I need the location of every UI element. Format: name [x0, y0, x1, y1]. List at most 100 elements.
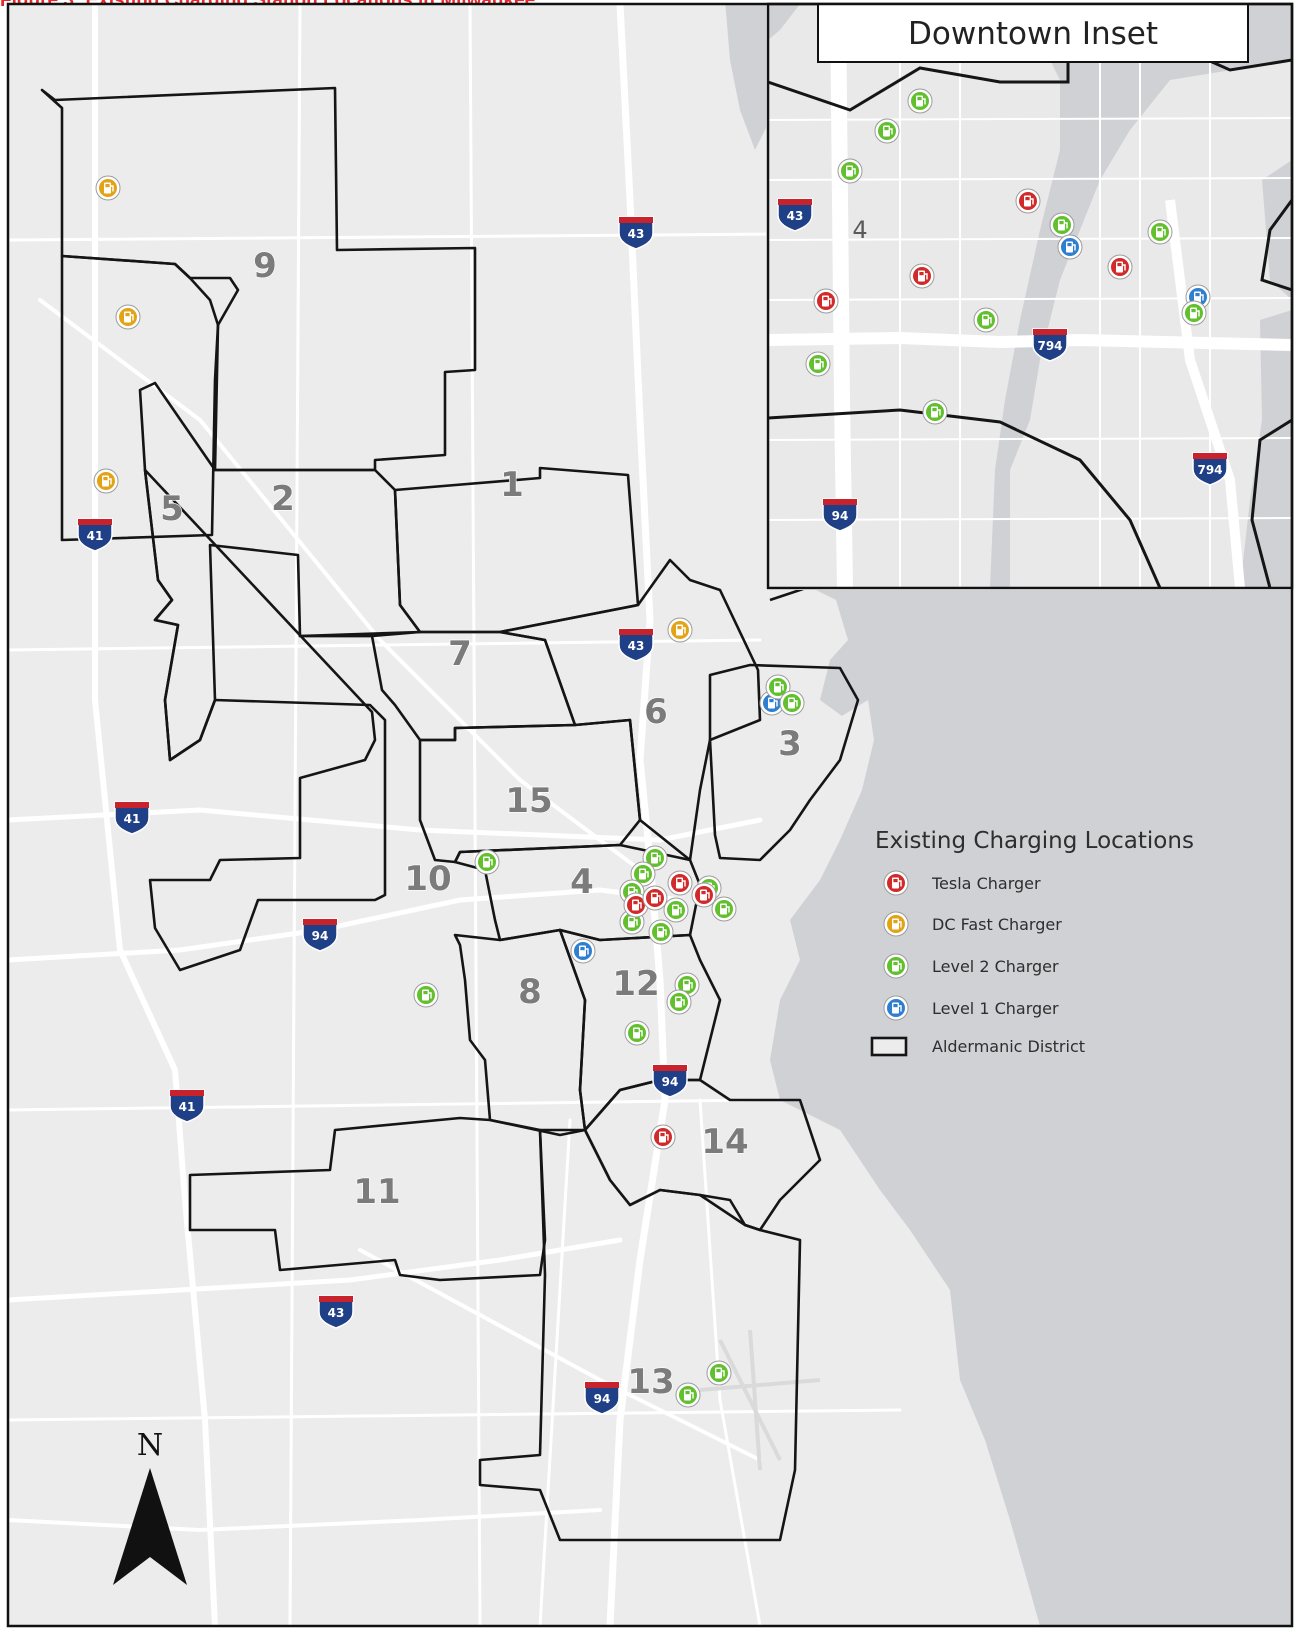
legend-district-swatch — [870, 1036, 908, 1057]
dc-fast-charger-marker — [667, 617, 693, 643]
interstate-shield-icon: 94 — [584, 1381, 620, 1415]
interstate-number: 43 — [628, 639, 645, 653]
interstate-shield-icon: 43 — [618, 216, 654, 250]
interstate-number: 94 — [594, 1392, 611, 1406]
tesla-charger-marker — [1107, 254, 1133, 280]
district-label: 4 — [570, 862, 594, 902]
level-2-charger-marker — [1049, 212, 1075, 238]
interstate-number: 41 — [179, 1100, 196, 1114]
district-outline-10 — [143, 468, 387, 972]
level-2-charger-marker — [624, 1020, 650, 1046]
legend-level2-icon — [883, 953, 909, 979]
interstate-number: 43 — [787, 209, 804, 223]
level-2-charger-marker — [675, 1382, 701, 1408]
airport — [699, 1329, 821, 1471]
tesla-charger-marker — [1015, 188, 1041, 214]
north-arrow-icon: N — [113, 1428, 187, 1585]
legend-dc-fast-icon — [883, 911, 909, 937]
interstate-number: 41 — [87, 529, 104, 543]
level-2-charger-marker — [413, 982, 439, 1008]
district-label: 6 — [644, 692, 668, 732]
inset-title: Downtown Inset — [908, 16, 1158, 52]
district-outline-8 — [453, 928, 587, 1137]
level-2-charger-marker — [666, 989, 692, 1015]
interstate-shield-icon: 94 — [302, 918, 338, 952]
legend-item-label: Aldermanic District — [932, 1037, 1085, 1056]
district-label: 2 — [271, 479, 295, 519]
legend-level1-icon — [883, 995, 909, 1021]
level-2-charger-marker — [474, 849, 500, 875]
level-1-charger-marker — [570, 938, 596, 964]
inset-water — [768, 4, 800, 40]
district-label: 13 — [627, 1362, 674, 1402]
dc-fast-charger-marker — [93, 468, 119, 494]
interstate-shield-icon: 43 — [618, 628, 654, 662]
level-2-charger-marker — [711, 896, 737, 922]
level-2-charger-marker — [805, 351, 831, 377]
level-2-charger-marker — [973, 307, 999, 333]
lake-inlet — [725, 4, 770, 150]
tesla-charger-marker — [813, 288, 839, 314]
tesla-charger-marker — [642, 885, 668, 911]
tesla-charger-marker — [691, 882, 717, 908]
district-label: 12 — [612, 964, 659, 1004]
district-label: 9 — [253, 246, 277, 286]
legend-item-label: Level 1 Charger — [932, 999, 1059, 1018]
downtown-inset: 4 43 94 794 794 — [766, 2, 1294, 590]
interstate-number: 794 — [1037, 339, 1062, 353]
district-label: 15 — [505, 781, 552, 821]
level-2-charger-marker — [1147, 219, 1173, 245]
interstate-number: 794 — [1197, 463, 1222, 477]
north-label: N — [137, 1428, 163, 1463]
district-label: 11 — [353, 1172, 400, 1212]
district-label: 8 — [518, 972, 542, 1012]
interstate-number: 94 — [662, 1075, 679, 1089]
inset-water — [990, 4, 1292, 588]
dc-fast-charger-marker — [95, 175, 121, 201]
level-1-charger-marker — [1057, 234, 1083, 260]
level-2-charger-marker — [648, 919, 674, 945]
interstate-shield-icon: 43 — [777, 198, 813, 232]
interstate-number: 43 — [628, 227, 645, 241]
legend-item-label: DC Fast Charger — [932, 915, 1062, 934]
level-2-charger-marker — [837, 158, 863, 184]
district-label: 1 — [500, 465, 524, 505]
level-2-charger-marker — [922, 399, 948, 425]
district-label: 5 — [160, 489, 184, 529]
lake-michigan — [768, 578, 1292, 1626]
district-outline-13 — [478, 1128, 802, 1542]
level-2-charger-marker — [779, 690, 805, 716]
level-2-charger-marker — [706, 1360, 732, 1386]
level-2-charger-marker — [630, 861, 656, 887]
interstate-shield-icon: 43 — [318, 1295, 354, 1329]
legend-title: Existing Charging Locations — [875, 828, 1194, 854]
interstate-number: 41 — [124, 812, 141, 826]
district-label: 3 — [778, 724, 802, 764]
inset-roads — [768, 4, 1292, 588]
legend-item-label: Level 2 Charger — [932, 957, 1059, 976]
interstate-shields: 41 41 41 43 43 43 94 94 94 — [77, 216, 688, 1415]
legend-tesla-icon — [883, 870, 909, 896]
district-outline-3 — [708, 663, 860, 862]
level-2-charger-marker — [663, 897, 689, 923]
interstate-number: 94 — [312, 929, 329, 943]
district-label: 7 — [448, 634, 472, 674]
interstate-shield-icon: 794 — [1032, 328, 1068, 362]
interstate-number: 43 — [328, 1306, 345, 1320]
interstate-shield-icon: 794 — [1192, 452, 1228, 486]
inset-title-box — [817, 3, 1249, 63]
legend: Existing Charging Locations Tesla Charge… — [870, 828, 1194, 1057]
level-2-charger-marker — [1181, 300, 1207, 326]
inset-water — [1262, 160, 1292, 300]
district-outline-11 — [188, 1116, 547, 1282]
district-outline-15 — [418, 718, 642, 864]
level-2-charger-marker — [765, 674, 791, 700]
interstate-shield-icon: 94 — [652, 1064, 688, 1098]
tesla-charger-marker — [667, 870, 693, 896]
interstate-shield-icon: 94 — [822, 498, 858, 532]
tesla-charger-marker — [909, 263, 935, 289]
interstate-shield-icon: 41 — [77, 518, 113, 552]
interstate-number: 94 — [832, 509, 849, 523]
interstate-shield-icon: 41 — [114, 801, 150, 835]
